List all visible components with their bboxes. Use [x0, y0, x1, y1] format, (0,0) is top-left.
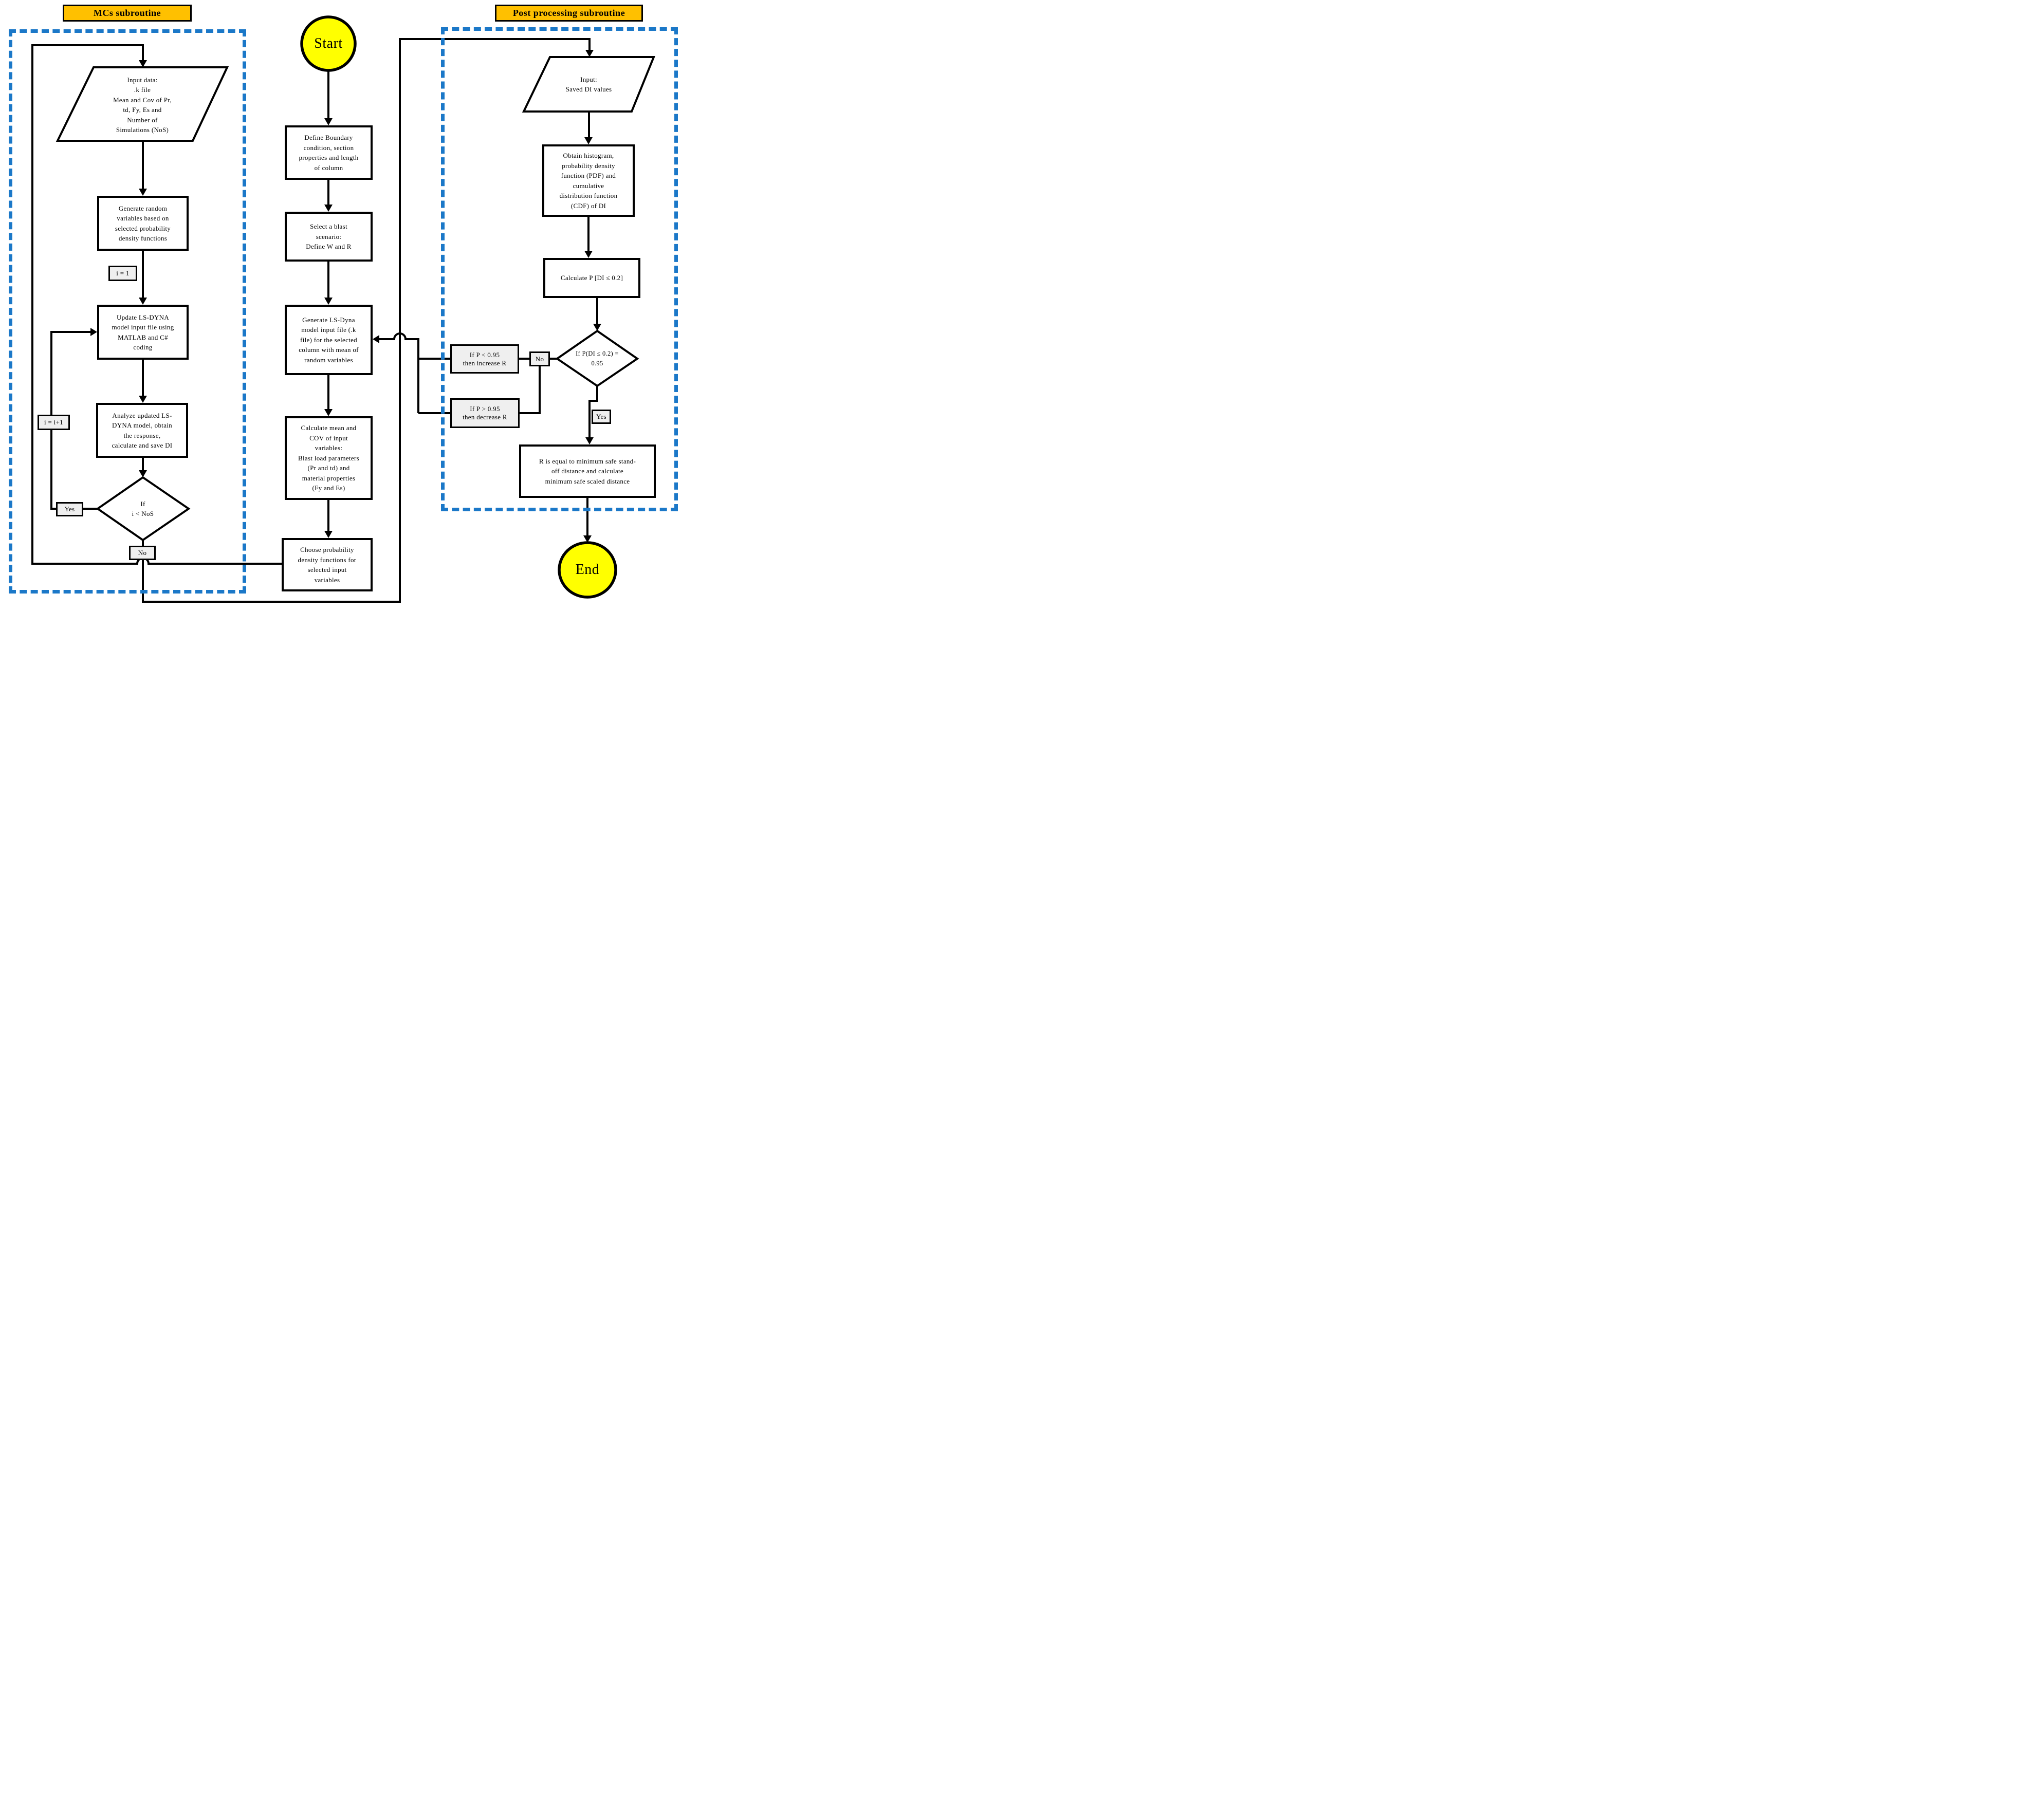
mcs-banner-label: MCs subroutine — [93, 8, 161, 18]
arrowhead-into-analyze — [139, 396, 147, 403]
calculate-box: Calculate mean and COV of input variable… — [285, 416, 373, 500]
arrowhead-into-input2 — [585, 50, 594, 57]
mcs-no-label: No — [129, 546, 156, 560]
post-banner-label: Post processing subroutine — [512, 8, 625, 18]
if-greater-box: If P > 0.95 then decrease R — [450, 398, 520, 428]
arrowhead-into-calcp — [584, 251, 593, 258]
connector-feedback-to-generate — [375, 332, 419, 413]
final-box: R is equal to minimum safe stand- off di… — [519, 444, 656, 498]
arrowhead-into-generate-right — [373, 335, 379, 343]
arrowhead-into-final — [585, 437, 594, 444]
define-box: Define Boundary condition, section prope… — [285, 125, 373, 180]
flowchart-canvas: MCs subroutine Post processing subroutin… — [0, 0, 682, 606]
arrowhead-into-update — [139, 298, 147, 305]
arrowhead-into-inputdata — [139, 60, 147, 67]
generate-box: Generate LS-Dyna model input file (.k fi… — [285, 305, 373, 375]
choose-box: Choose probability density functions for… — [282, 538, 373, 591]
arrowhead-into-select — [324, 205, 333, 212]
if-less-box: If P < 0.95 then increase R — [450, 344, 519, 374]
i-init-label: i = 1 — [108, 266, 137, 281]
calc-p-box: Calculate P [DI ≤ 0.2] — [543, 258, 640, 298]
end-terminal-shape — [558, 541, 617, 599]
mcs-yes-label: Yes — [56, 502, 83, 516]
mcs-dashed-region — [9, 29, 246, 594]
mcs-decision-diamond — [96, 476, 191, 542]
post-dashed-region — [441, 27, 678, 511]
arrowhead-into-obtain — [584, 137, 593, 144]
arrowhead-into-update-left — [90, 328, 97, 336]
post-banner: Post processing subroutine — [495, 5, 643, 22]
arrowhead-into-mcs-decision — [139, 470, 147, 477]
update-box: Update LS-DYNA model input file using MA… — [97, 305, 189, 360]
connector-no2-ifgreater — [520, 366, 541, 414]
arrowhead-into-calculate — [324, 409, 333, 416]
arrowhead-into-generate — [324, 298, 333, 305]
post-yes-label: Yes — [592, 410, 611, 424]
obtain-box: Obtain histogram, probability density fu… — [542, 144, 635, 217]
arrowhead-into-genrandom — [139, 189, 147, 196]
select-box: Select a blast scenario: Define W and R — [285, 212, 373, 262]
i-increment-label: i = i+1 — [38, 415, 70, 430]
mcs-banner: MCs subroutine — [63, 5, 192, 22]
arrowhead-into-choose — [324, 531, 333, 538]
arrowhead-into-define — [324, 118, 333, 125]
start-terminal-shape — [300, 15, 357, 72]
gen-random-box: Generate random variables based on selec… — [97, 196, 189, 251]
post-decision-diamond — [555, 329, 639, 387]
post-no-label: No — [529, 351, 550, 366]
arrowhead-into-end — [583, 535, 592, 543]
connector-yes2-final — [588, 386, 598, 442]
arrowhead-into-post-decision — [593, 324, 601, 331]
input-data-parallelogram — [56, 66, 229, 142]
input-di-parallelogram — [522, 56, 655, 113]
analyze-box: Analyze updated LS- DYNA model, obtain t… — [96, 403, 188, 458]
